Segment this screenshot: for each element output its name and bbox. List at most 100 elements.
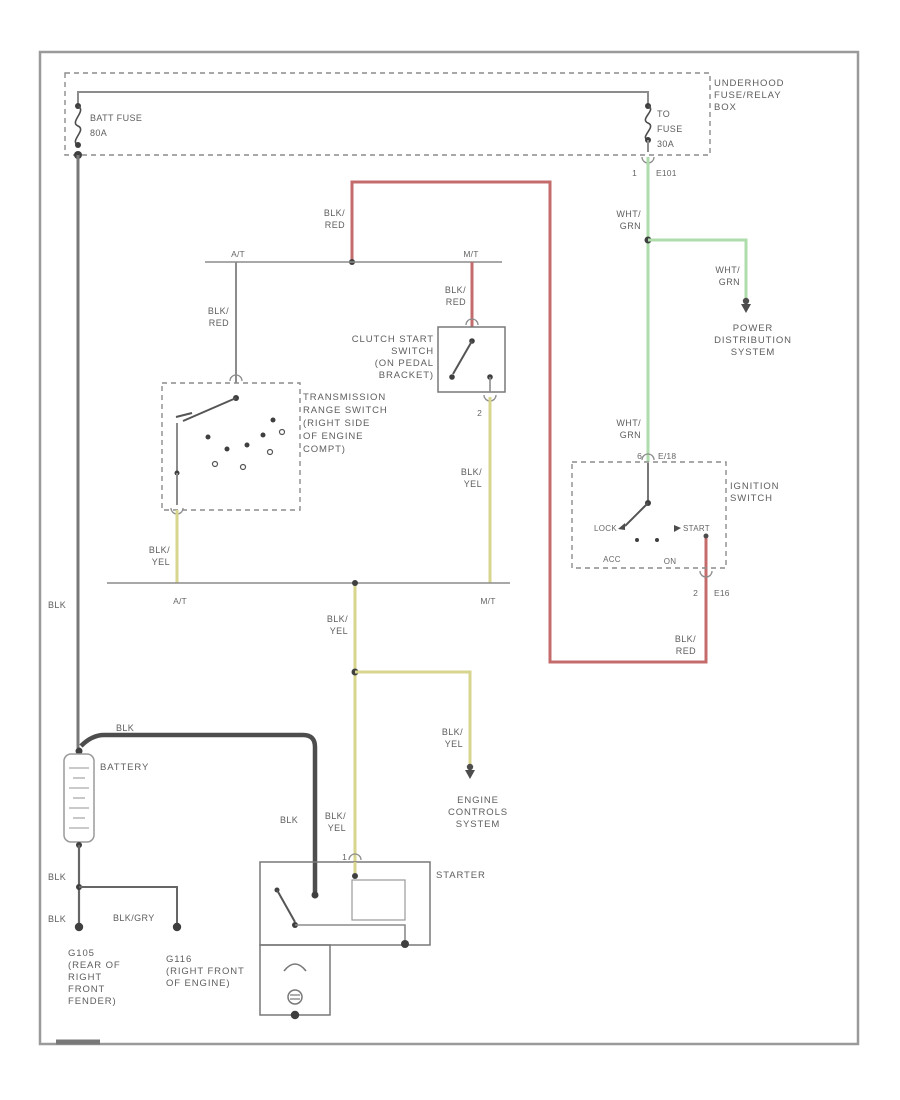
switch-arm: [182, 397, 237, 422]
wire-label-blk: BLK: [48, 914, 66, 924]
fuse-box-title: FUSE/RELAY: [714, 90, 781, 101]
range-switch-label: TRANSMISSION: [303, 392, 386, 403]
range-switch-label: COMPT): [303, 444, 346, 455]
range-position-contacts: [205, 417, 286, 471]
range-switch-label: RANGE SWITCH: [303, 405, 388, 416]
clutch-switch-label: CLUTCH START: [352, 334, 434, 345]
connector-symbol: [699, 570, 713, 578]
engine-controls-label: ENGINE: [457, 795, 499, 806]
engine-controls-label: SYSTEM: [456, 819, 500, 830]
g105-label: RIGHT: [68, 972, 102, 983]
wire-label-wht-grn: WHT/: [616, 418, 641, 428]
at-top-label: A/T: [231, 249, 245, 259]
wire-label-blk-yel: BLK/: [149, 545, 170, 555]
ignition-pin-top: 6: [637, 451, 642, 461]
battery-plates: [69, 767, 89, 829]
engine-controls-label: CONTROLS: [448, 807, 508, 818]
ignition-switch-label: SWITCH: [730, 493, 773, 504]
to-fuse-label: FUSE: [657, 124, 683, 134]
wire-label-blk-yel: BLK/: [442, 727, 463, 737]
battery-positive-cable: BLK BLK BLK: [48, 155, 318, 895]
battery-ground-wires: BLK BLK BLK/GRY G105 (REAR OF RIGHT FRON…: [48, 845, 245, 1007]
ignition-feed-wire: WHT/ GRN WHT/ GRN: [616, 157, 652, 462]
to-fuse-label: 30A: [657, 139, 674, 149]
connector-symbol: [465, 318, 479, 326]
wire-label-blk-red: BLK/: [445, 285, 466, 295]
fuse-box-title: UNDERHOOD: [714, 78, 784, 89]
switch-arm: [452, 340, 473, 375]
to-fuse-symbol: [644, 103, 652, 152]
wire-label-blk: BLK: [116, 723, 134, 733]
ignition-switch: 6 E/18 IGNITION SWITCH LOCK START ACC ON…: [571, 451, 779, 656]
g105-label: FENDER): [68, 996, 117, 1007]
e101-pin: 1: [632, 168, 637, 178]
g105-label: G105: [68, 948, 95, 959]
wire-label-wht-grn: GRN: [620, 221, 641, 231]
wire-label-blk-gry: BLK/GRY: [113, 913, 155, 923]
at-bottom-label: A/T: [173, 596, 187, 606]
e101-connector: E101: [656, 168, 677, 178]
clutch-switch-label: BRACKET): [379, 370, 434, 381]
power-distribution-branch: WHT/ GRN POWER DISTRIBUTION SYSTEM: [648, 238, 791, 358]
power-distribution-label: POWER: [733, 323, 773, 334]
clutch-switch-label: SWITCH: [391, 346, 434, 357]
arrow-down-icon: [465, 770, 475, 779]
to-fuse-label: TO: [657, 109, 670, 119]
wire-label-blk-red: RED: [325, 220, 345, 230]
wire-label-blk-red: BLK/: [324, 208, 345, 218]
fuse-box-title: BOX: [714, 102, 737, 113]
wire-label-wht-grn: WHT/: [715, 265, 740, 275]
lower-merge-bus: A/T M/T: [107, 582, 510, 606]
wire-label-blk-yel: YEL: [152, 557, 170, 567]
mt-top-label: M/T: [463, 249, 478, 259]
wire-label-blk-red: RED: [446, 297, 466, 307]
top-split-bus: A/T M/T: [205, 249, 502, 383]
wire-label-wht-grn: GRN: [719, 277, 740, 287]
starter-label: STARTER: [436, 870, 486, 881]
connector-symbol: [641, 453, 655, 461]
ground-g116-dot: [172, 922, 182, 932]
g116-label: (RIGHT FRONT: [166, 966, 245, 977]
batt-fuse-label: 80A: [90, 128, 107, 138]
wire-label-blk: BLK: [48, 872, 66, 882]
clutch-pin: 2: [477, 408, 482, 418]
ground-g105-dot: [74, 922, 84, 932]
engine-controls-branch: BLK/ YEL ENGINE CONTROLS SYSTEM: [355, 670, 508, 830]
wire-label-blk-yel: BLK/: [325, 811, 346, 821]
battery: BATTERY: [63, 747, 149, 848]
position-lock: LOCK: [594, 524, 617, 533]
wire-label-wht-grn: WHT/: [616, 209, 641, 219]
power-distribution-label: SYSTEM: [731, 347, 775, 358]
g116-label: G116: [166, 954, 192, 965]
wire-label-blk-yel: BLK/: [461, 467, 482, 477]
starter-solenoid: [274, 879, 409, 948]
battery-label: BATTERY: [100, 762, 149, 773]
g116-label: OF ENGINE): [166, 978, 230, 989]
ignition-connector-top: E/18: [658, 451, 676, 461]
wire-label-blk-red: BLK/: [675, 634, 696, 644]
position-start: START: [683, 524, 710, 533]
wire-label-blk-yel: YEL: [328, 823, 346, 833]
mt-bottom-label: M/T: [480, 596, 495, 606]
connector-symbol: [348, 853, 362, 861]
g105-label: (REAR OF: [68, 960, 121, 971]
wire-label-blk-yel: YEL: [464, 479, 482, 489]
starter: STARTER 1: [259, 852, 486, 1020]
position-acc: ACC: [603, 555, 621, 564]
position-on: ON: [664, 557, 677, 566]
wire-label-blk: BLK: [280, 815, 298, 825]
wire-label-blk-yel: YEL: [445, 739, 463, 749]
switch-arm: [624, 502, 649, 527]
starter-motor: [259, 944, 331, 1020]
ignition-switch-label: IGNITION: [730, 481, 779, 492]
wire-label-blk-red: RED: [209, 318, 229, 328]
arrow-down-icon: [741, 304, 751, 313]
starter-pin: 1: [342, 852, 347, 862]
range-switch-label: OF ENGINE: [303, 431, 363, 442]
g105-label: FRONT: [68, 984, 105, 995]
wire-label-wht-grn: GRN: [620, 430, 641, 440]
wire-label-blk-red: BLK/: [208, 306, 229, 316]
range-switch-label: (RIGHT SIDE: [303, 418, 370, 429]
wire-label-blk-yel: BLK/: [327, 614, 348, 624]
